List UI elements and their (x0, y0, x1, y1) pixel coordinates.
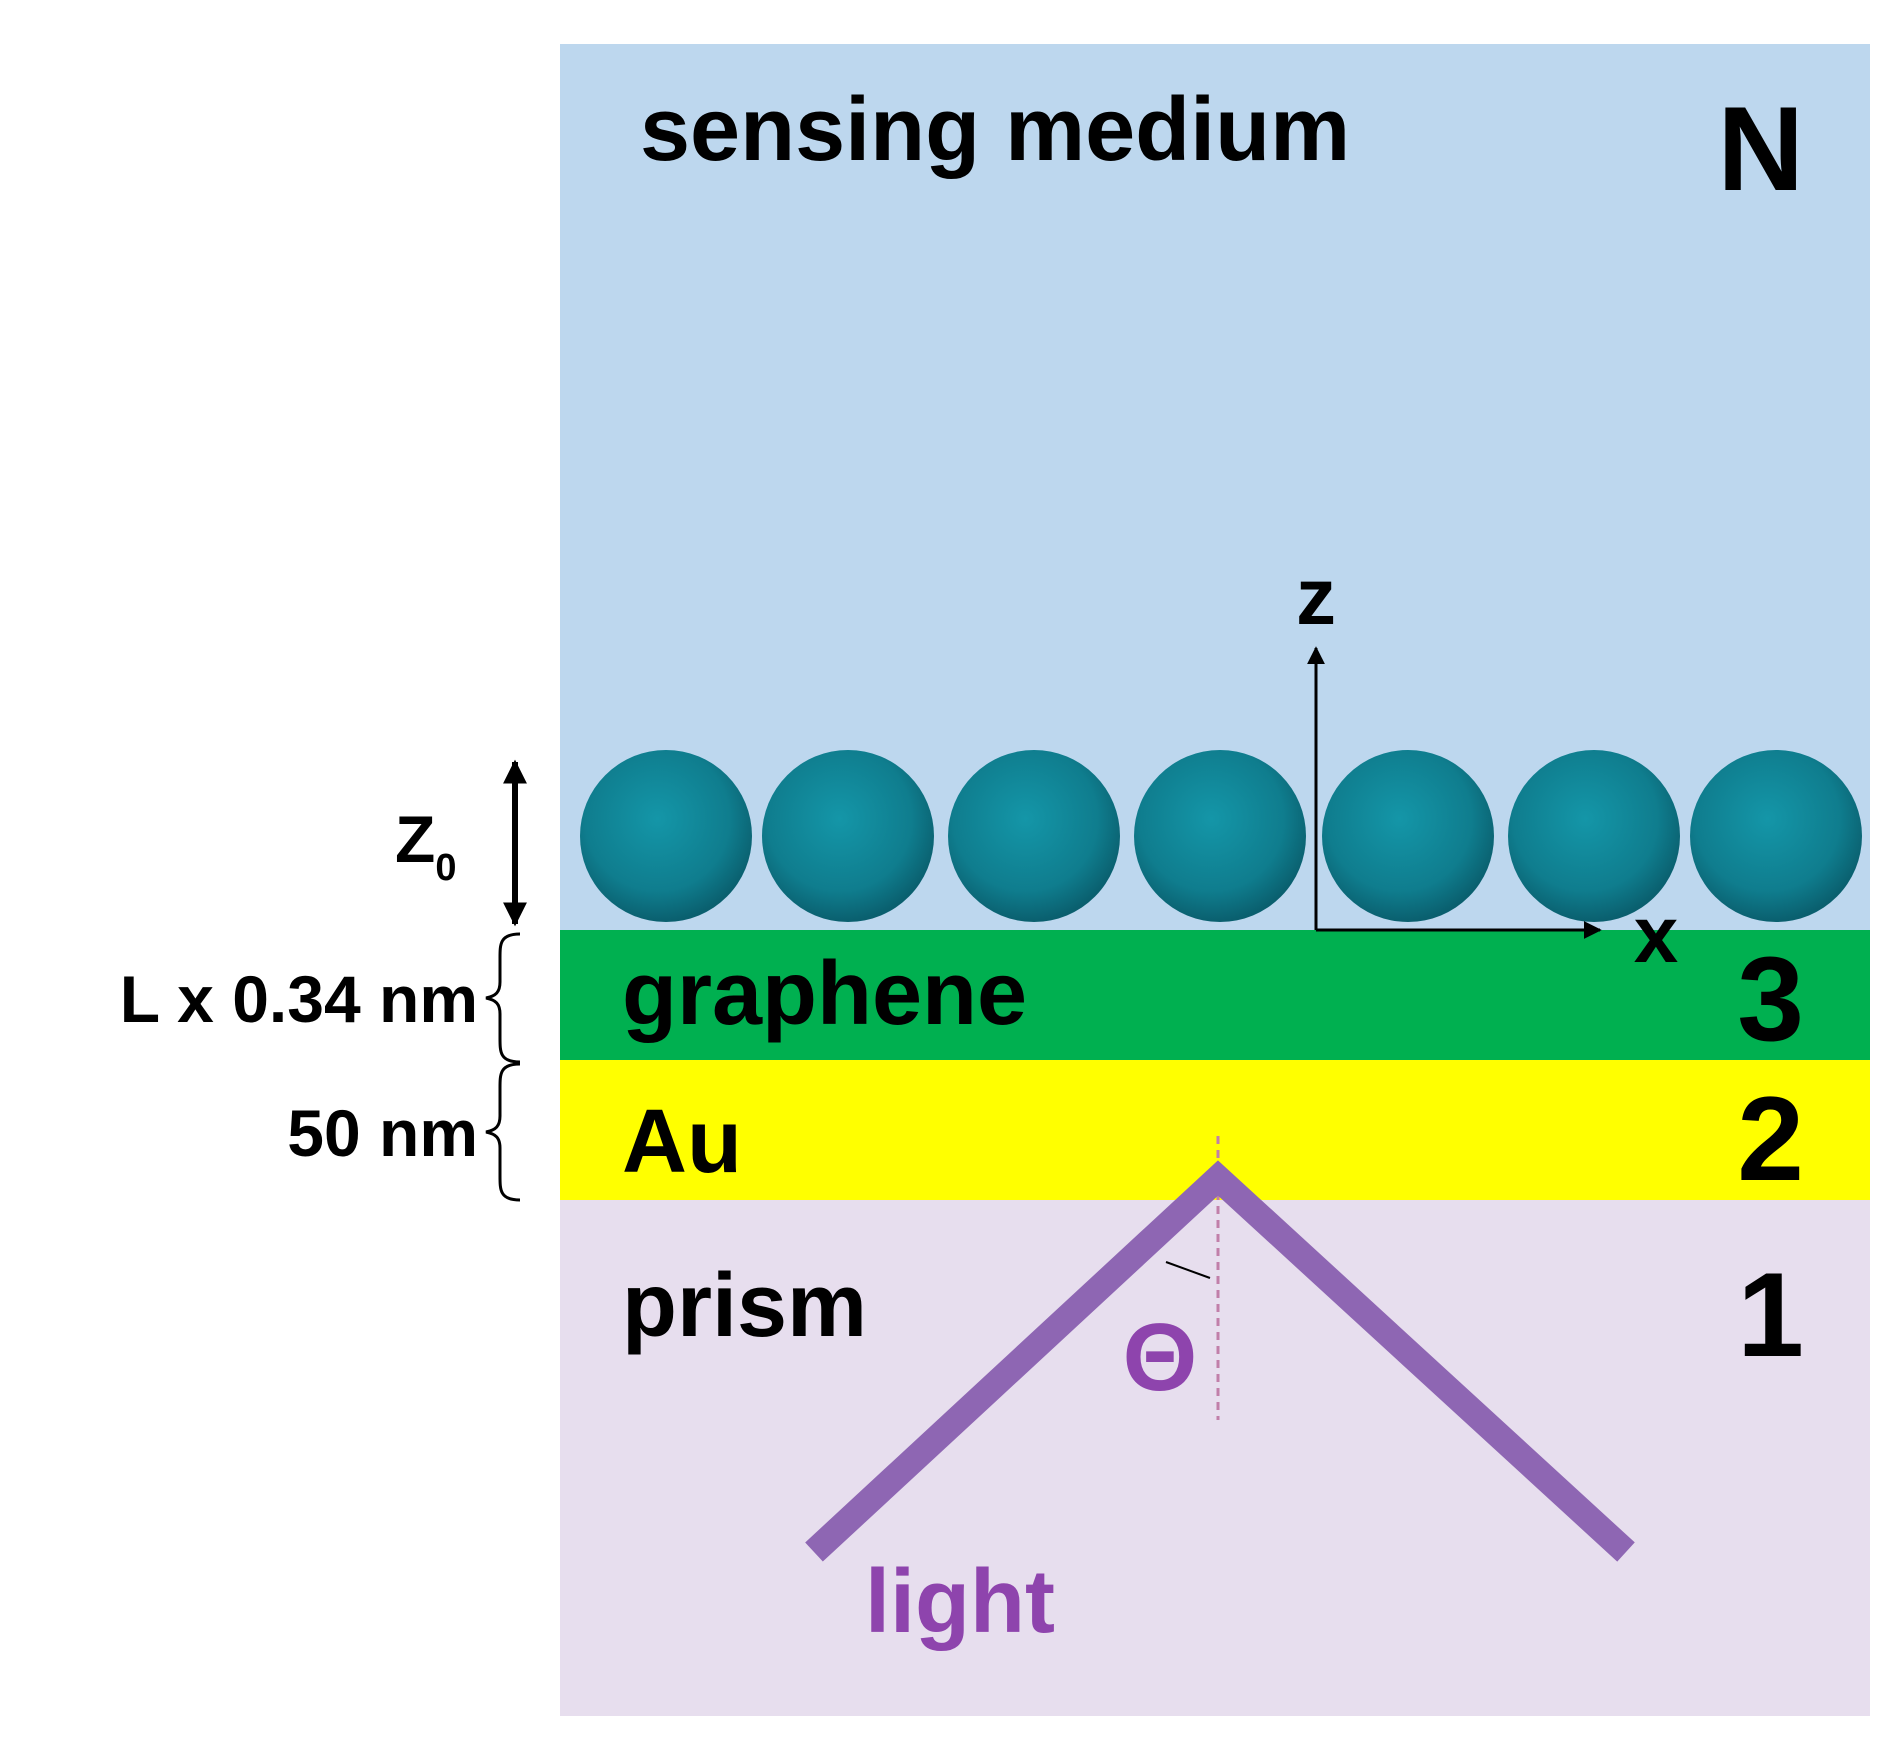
graphene-thickness-label: L x 0.34 nm (120, 962, 478, 1036)
graphene-label: graphene (622, 944, 1027, 1044)
prism-layer (560, 1200, 1870, 1716)
particle (580, 750, 752, 922)
particle (948, 750, 1120, 922)
particle (1690, 750, 1862, 922)
particle (1322, 750, 1494, 922)
prism-index: 1 (1737, 1248, 1804, 1382)
incidence-angle-symbol: Θ (1123, 1304, 1198, 1411)
light-label: light (865, 1552, 1055, 1652)
particle (1134, 750, 1306, 922)
particle-row (580, 750, 1862, 922)
gold-thickness-brace (485, 1062, 521, 1202)
sensing-medium-label: sensing medium (640, 80, 1350, 180)
graphene-thickness-brace (485, 932, 521, 1064)
prism-label: prism (622, 1256, 867, 1356)
light-beam (805, 1160, 1635, 1562)
particle (1508, 750, 1680, 922)
sensing-medium-index: N (1717, 82, 1804, 216)
z0-label: Z0 (395, 802, 456, 889)
angle-indicator (1165, 1261, 1211, 1279)
gold-thickness-label: 50 nm (287, 1096, 478, 1170)
particle (762, 750, 934, 922)
graphene-layer (560, 930, 1870, 1060)
z-axis-label: z (1296, 552, 1336, 641)
gold-label: Au (622, 1092, 742, 1192)
x-axis-label: x (1634, 890, 1679, 979)
graphene-index: 3 (1737, 932, 1804, 1066)
gold-index: 2 (1737, 1072, 1804, 1206)
